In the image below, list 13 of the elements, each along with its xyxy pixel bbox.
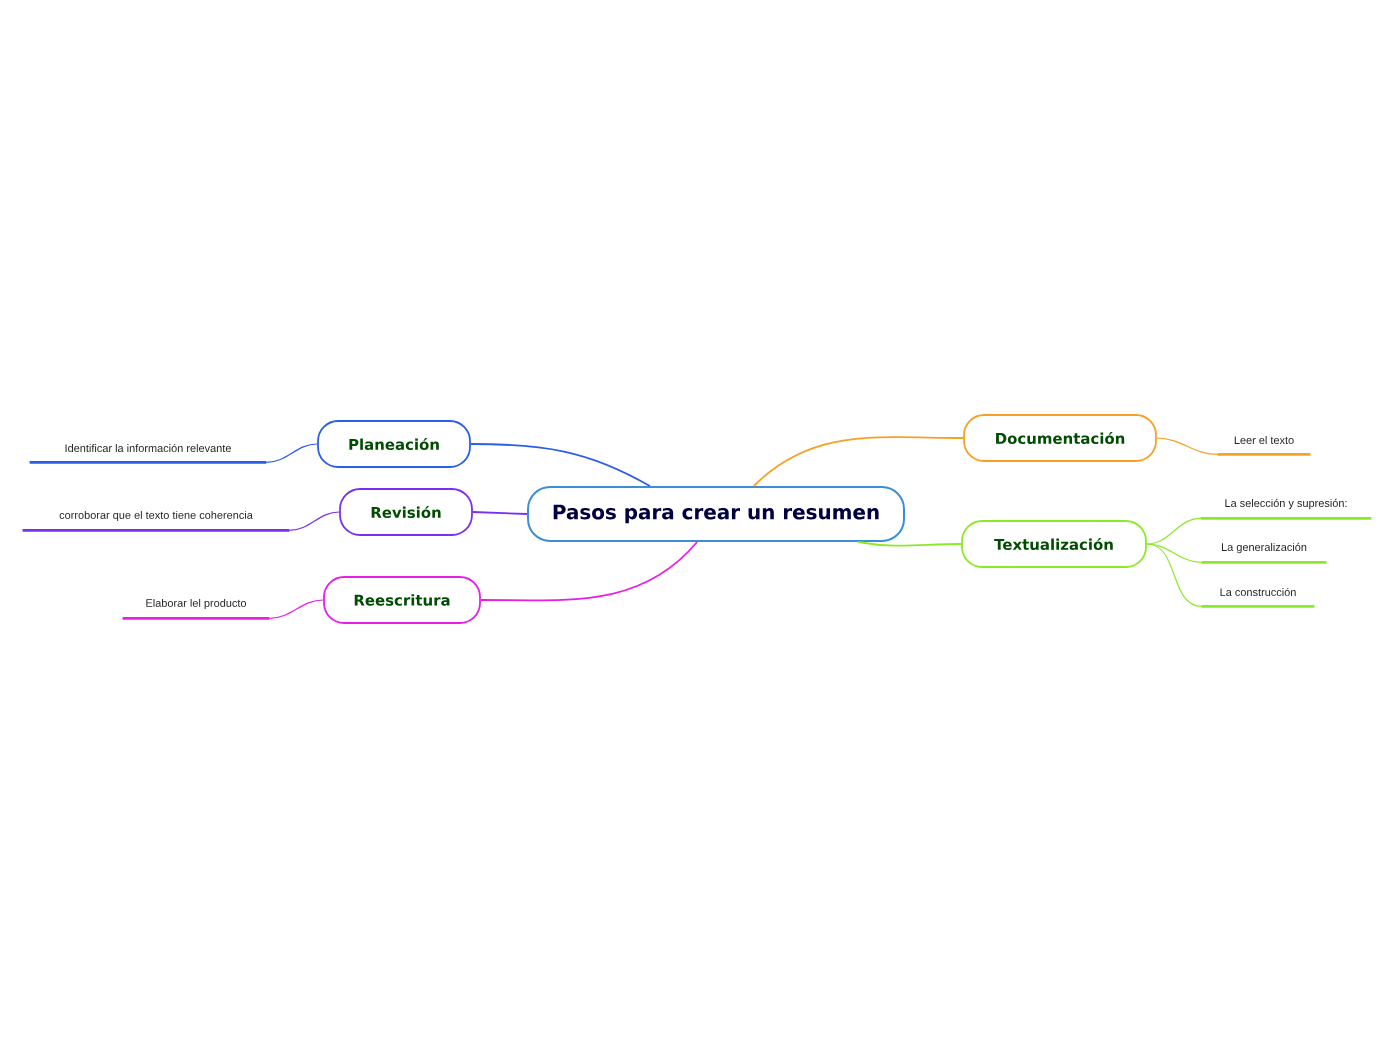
branch-line [288, 511, 340, 531]
branch-line [1146, 543, 1203, 607]
branch-line [1146, 543, 1203, 563]
branch-line [1156, 437, 1219, 455]
branch-line [1146, 517, 1202, 545]
branch-line [856, 541, 962, 547]
branch-line [752, 436, 964, 487]
branch-line [472, 511, 528, 515]
branch-line [480, 541, 698, 602]
branch-line [265, 443, 318, 463]
branch-line [268, 599, 324, 619]
central-topic-box: Pasos para crear un resumen [527, 486, 905, 542]
branch-line [470, 443, 651, 487]
